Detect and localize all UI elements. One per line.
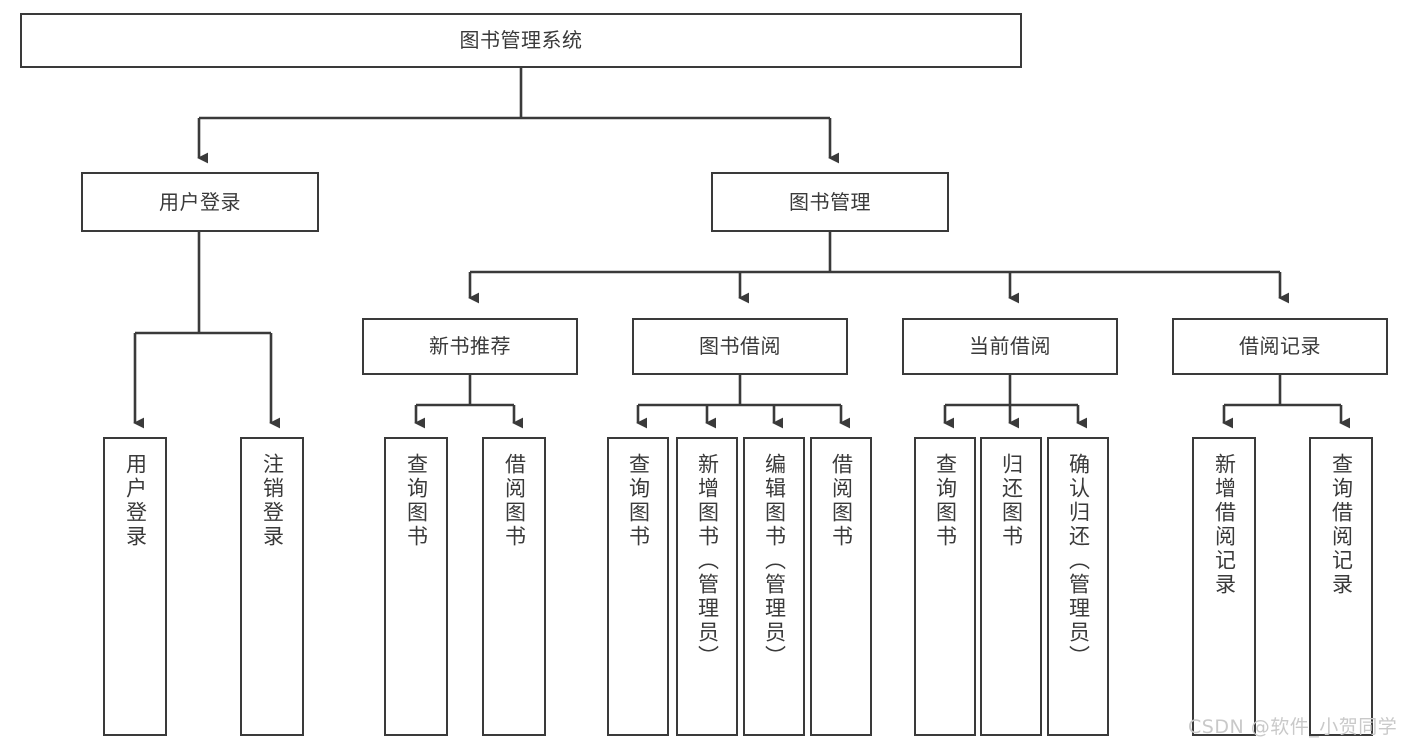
node-user-login[interactable]: 用户登录 — [81, 172, 319, 232]
node-label: 当前借阅 — [969, 334, 1051, 359]
node-leaf-return-book[interactable]: 归还图书 — [980, 437, 1042, 736]
node-label: 确认归还（管理员） — [1066, 453, 1091, 669]
node-label: 查询借阅记录 — [1329, 453, 1354, 597]
node-leaf-user-login[interactable]: 用户登录 — [103, 437, 167, 736]
node-book-management[interactable]: 图书管理 — [711, 172, 949, 232]
node-label: 新增图书（管理员） — [695, 453, 720, 669]
node-label: 查询图书 — [404, 453, 429, 549]
node-label: 图书借阅 — [699, 334, 781, 359]
node-label: 新增借阅记录 — [1212, 453, 1237, 597]
node-leaf-query-book-borrow[interactable]: 查询图书 — [607, 437, 669, 736]
node-label: 图书管理 — [789, 189, 871, 214]
node-label: 借阅记录 — [1239, 334, 1321, 359]
node-label: 查询图书 — [933, 453, 958, 549]
node-leaf-query-book-current[interactable]: 查询图书 — [914, 437, 976, 736]
node-new-book-recommend[interactable]: 新书推荐 — [362, 318, 578, 375]
node-label: 查询图书 — [626, 453, 651, 549]
node-label: 用户登录 — [123, 453, 148, 549]
node-current-borrow[interactable]: 当前借阅 — [902, 318, 1118, 375]
node-leaf-add-borrow-record[interactable]: 新增借阅记录 — [1192, 437, 1256, 736]
node-label: 用户登录 — [159, 189, 241, 214]
node-root-system[interactable]: 图书管理系统 — [20, 13, 1022, 68]
node-label: 图书管理系统 — [459, 28, 583, 53]
node-label: 新书推荐 — [429, 334, 511, 359]
node-borrow-record[interactable]: 借阅记录 — [1172, 318, 1388, 375]
node-leaf-add-book-admin[interactable]: 新增图书（管理员） — [676, 437, 738, 736]
node-label: 注销登录 — [260, 453, 285, 549]
node-label: 编辑图书（管理员） — [762, 453, 787, 669]
node-label: 借阅图书 — [829, 453, 854, 549]
node-leaf-logout[interactable]: 注销登录 — [240, 437, 304, 736]
node-leaf-query-book-recommend[interactable]: 查询图书 — [384, 437, 448, 736]
node-leaf-borrow-book[interactable]: 借阅图书 — [810, 437, 872, 736]
node-leaf-edit-book-admin[interactable]: 编辑图书（管理员） — [743, 437, 805, 736]
node-book-borrow[interactable]: 图书借阅 — [632, 318, 848, 375]
node-leaf-confirm-return-admin[interactable]: 确认归还（管理员） — [1047, 437, 1109, 736]
node-label: 归还图书 — [999, 453, 1024, 549]
node-leaf-borrow-book-recommend[interactable]: 借阅图书 — [482, 437, 546, 736]
node-leaf-query-borrow-record[interactable]: 查询借阅记录 — [1309, 437, 1373, 736]
node-label: 借阅图书 — [502, 453, 527, 549]
